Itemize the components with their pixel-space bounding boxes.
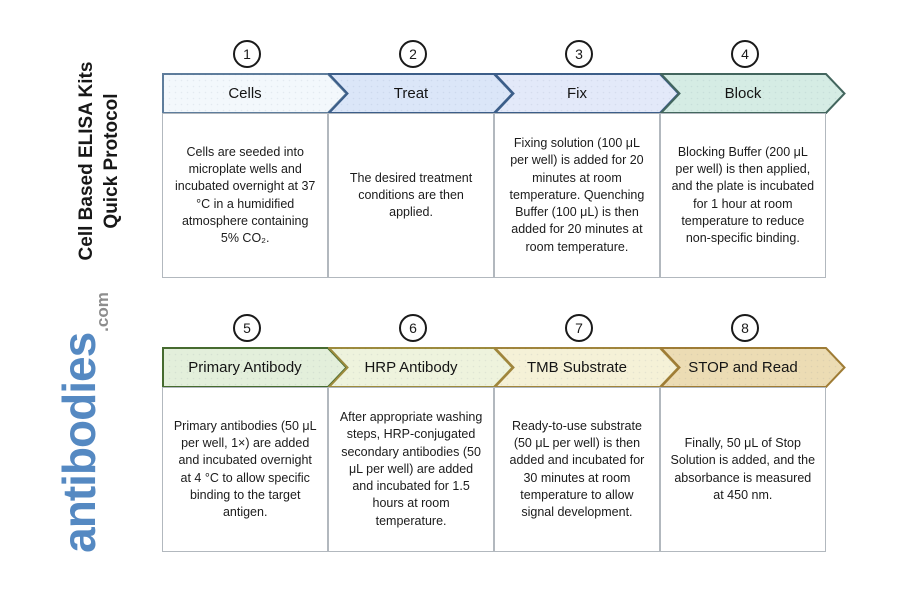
step-description: Primary antibodies (50 μL per well, 1×) … bbox=[173, 418, 317, 519]
cell-divider bbox=[493, 114, 495, 277]
step-number-badge: 2 bbox=[399, 40, 427, 68]
step-description-cell: Cells are seeded into microplate wells a… bbox=[163, 114, 327, 277]
step-arrow bbox=[660, 347, 846, 388]
step-number-badge: 4 bbox=[731, 40, 759, 68]
step-number-badge: 5 bbox=[233, 314, 261, 342]
step-arrow bbox=[494, 73, 680, 114]
step-number: 5 bbox=[243, 320, 251, 336]
step-description: Cells are seeded into microplate wells a… bbox=[174, 144, 316, 245]
step-description-cell: The desired treatment conditions are the… bbox=[329, 114, 493, 277]
step-description-cell: Primary antibodies (50 μL per well, 1×) … bbox=[163, 388, 327, 551]
step-description-cell: Blocking Buffer (200 μL per well) is the… bbox=[661, 114, 825, 277]
step-number: 8 bbox=[741, 320, 749, 336]
step-label: HRP Antibody bbox=[364, 359, 458, 376]
step-number-badge: 3 bbox=[565, 40, 593, 68]
step-number-badge: 8 bbox=[731, 314, 759, 342]
step-number: 2 bbox=[409, 46, 417, 62]
step-number: 7 bbox=[575, 320, 583, 336]
step-label: Treat bbox=[393, 85, 429, 102]
step-description-cell: Ready-to-use substrate (50 μL per well) … bbox=[495, 388, 659, 551]
step-number: 1 bbox=[243, 46, 251, 62]
step-number-badge: 6 bbox=[399, 314, 427, 342]
step-arrow bbox=[328, 73, 514, 114]
step-description-cell: Fixing solution (100 μL per well) is add… bbox=[495, 114, 659, 277]
step-label: Block bbox=[724, 85, 762, 102]
cell-divider bbox=[659, 388, 661, 551]
description-grid: Cells are seeded into microplate wells a… bbox=[162, 113, 826, 278]
step-number: 4 bbox=[741, 46, 749, 62]
brand-logo-suffix: .com bbox=[93, 292, 112, 332]
step-description: Blocking Buffer (200 μL per well) is the… bbox=[671, 144, 815, 245]
step-label: Fix bbox=[567, 85, 587, 102]
cell-divider bbox=[327, 114, 329, 277]
brand-logo-text: antibodies bbox=[53, 332, 105, 553]
step-description-cell: After appropriate washing steps, HRP-con… bbox=[329, 388, 493, 551]
step-description: The desired treatment conditions are the… bbox=[349, 170, 473, 220]
step-number-badge: 1 bbox=[233, 40, 261, 68]
step-number-badge: 7 bbox=[565, 314, 593, 342]
step-number: 3 bbox=[575, 46, 583, 62]
page-title: Cell Based ELISA Kits Quick Protocol bbox=[72, 33, 126, 289]
cell-divider bbox=[327, 388, 329, 551]
step-number: 6 bbox=[409, 320, 417, 336]
step-arrow bbox=[162, 347, 348, 388]
step-description: Finally, 50 μL of Stop Solution is added… bbox=[670, 436, 816, 502]
step-description-cell: Finally, 50 μL of Stop Solution is added… bbox=[661, 388, 825, 551]
brand-logo: antibodies.com bbox=[52, 277, 126, 569]
protocol-row-2: 5 6 7 8 Primary Antibody HRP Antibody TM… bbox=[162, 314, 846, 554]
cell-divider bbox=[659, 114, 661, 277]
protocol-row-1: 1 2 3 4 Cells Treat Fix Block Cells are … bbox=[162, 40, 846, 280]
step-description: After appropriate washing steps, HRP-con… bbox=[339, 410, 483, 528]
step-label: Cells bbox=[228, 85, 262, 102]
step-description: Ready-to-use substrate (50 μL per well) … bbox=[509, 418, 645, 519]
cell-divider bbox=[493, 388, 495, 551]
step-label: TMB Substrate bbox=[526, 359, 628, 376]
step-label: STOP and Read bbox=[688, 359, 798, 376]
page-title-line1: Cell Based ELISA Kits bbox=[75, 61, 97, 261]
step-label: Primary Antibody bbox=[188, 359, 302, 376]
description-grid: Primary antibodies (50 μL per well, 1×) … bbox=[162, 387, 826, 552]
step-description: Fixing solution (100 μL per well) is add… bbox=[509, 136, 645, 254]
step-arrow bbox=[660, 73, 846, 114]
page-title-line2: Quick Protocol bbox=[101, 93, 122, 229]
